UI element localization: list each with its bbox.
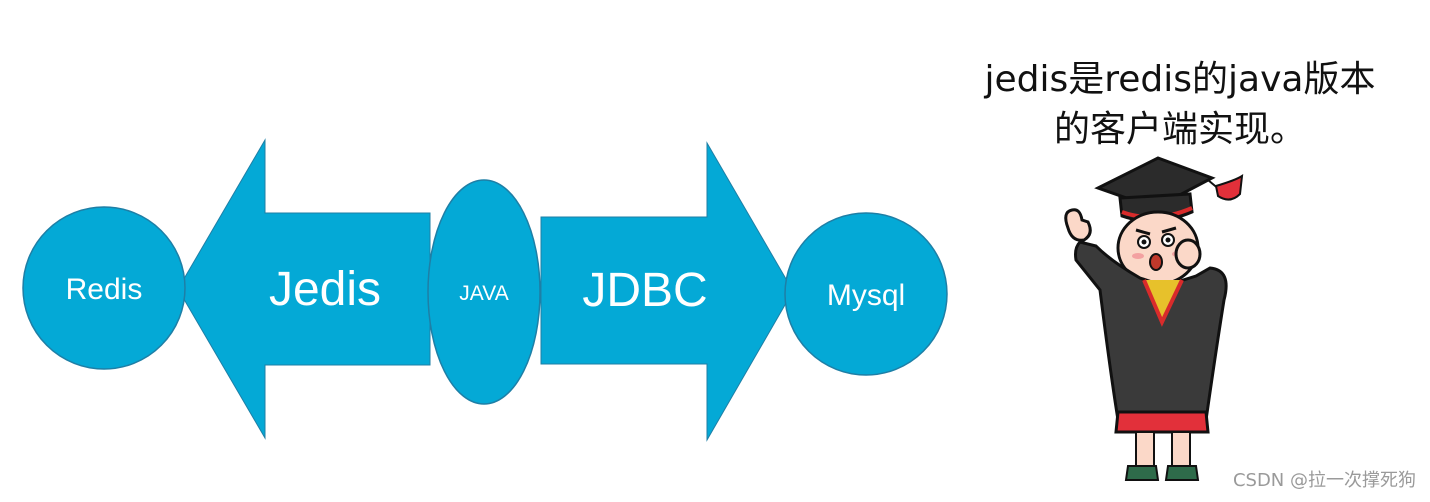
- java-node: [427, 179, 541, 405]
- client-diagram: Jedis JDBC Redis JAVA Mysql: [22, 138, 948, 442]
- jdbc-arrow-label: JDBC: [582, 264, 707, 317]
- caption-line-2: 的客户端实现。: [1053, 109, 1306, 150]
- redis-node-label: Redis: [66, 273, 143, 306]
- jdbc-arrow: [540, 141, 794, 442]
- jedis-arrow-label: Jedis: [269, 263, 381, 316]
- caption-text: jedis是redis的java版本 的客户端实现。: [960, 55, 1400, 155]
- redis-node: [22, 206, 186, 370]
- caption-line-1: jedis是redis的java版本: [984, 59, 1376, 100]
- mysql-node: [784, 212, 948, 376]
- mysql-node-label: Mysql: [827, 279, 905, 312]
- java-node-label: JAVA: [459, 282, 508, 305]
- jedis-arrow: [177, 138, 431, 440]
- tassel-icon: [1214, 173, 1244, 201]
- watermark: CSDN @拉一次撑死狗: [1232, 470, 1416, 491]
- graduate-mascot-illustration: [1064, 156, 1244, 481]
